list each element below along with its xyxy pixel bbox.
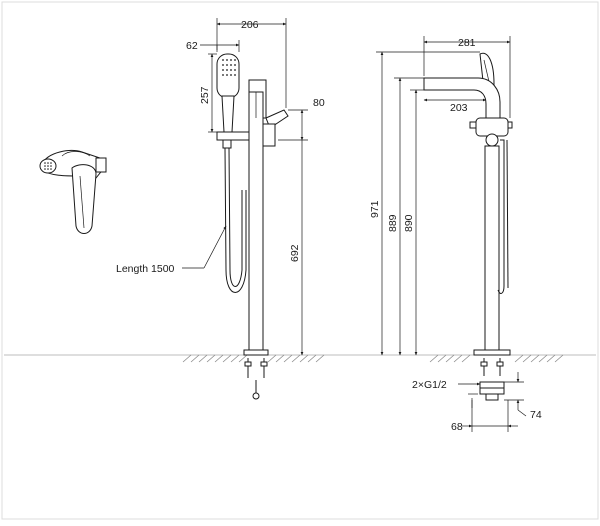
dim-label-281: 281	[458, 37, 476, 49]
side-dimensions	[376, 36, 527, 432]
dim-label-74: 74	[530, 409, 542, 421]
side-column	[484, 145, 500, 351]
dim-label-80: 80	[313, 97, 325, 109]
side-floor-flange	[473, 349, 511, 356]
thread-label: 2×G1/2	[412, 379, 447, 391]
floor-hatch-front	[182, 354, 325, 363]
dim-label-206: 206	[241, 19, 259, 31]
floor-flange	[243, 349, 269, 356]
dim-label-68: 68	[451, 421, 463, 433]
dim-label-692: 692	[289, 244, 301, 262]
connector-fitting	[252, 392, 260, 400]
shower-hose	[224, 147, 247, 293]
front-view	[216, 53, 289, 400]
side-view	[423, 52, 513, 401]
dim-label-971: 971	[369, 200, 381, 218]
hand-shower-handle	[221, 95, 235, 133]
side-mixer-body	[475, 117, 509, 137]
dim-label-890: 890	[403, 214, 415, 232]
shower-nozzles	[222, 59, 236, 76]
dim-label-203: 203	[450, 102, 468, 114]
floor-hatch-side	[429, 354, 564, 363]
dim-label-257: 257	[199, 86, 211, 104]
dim-label-62: 62	[186, 40, 198, 52]
hose-length-label: Length 1500	[116, 263, 175, 275]
dim-label-889: 889	[387, 214, 399, 232]
front-dimensions	[182, 18, 308, 356]
isometric-view	[39, 150, 107, 234]
hand-shower-head	[216, 53, 240, 99]
faucet-column	[248, 79, 264, 351]
